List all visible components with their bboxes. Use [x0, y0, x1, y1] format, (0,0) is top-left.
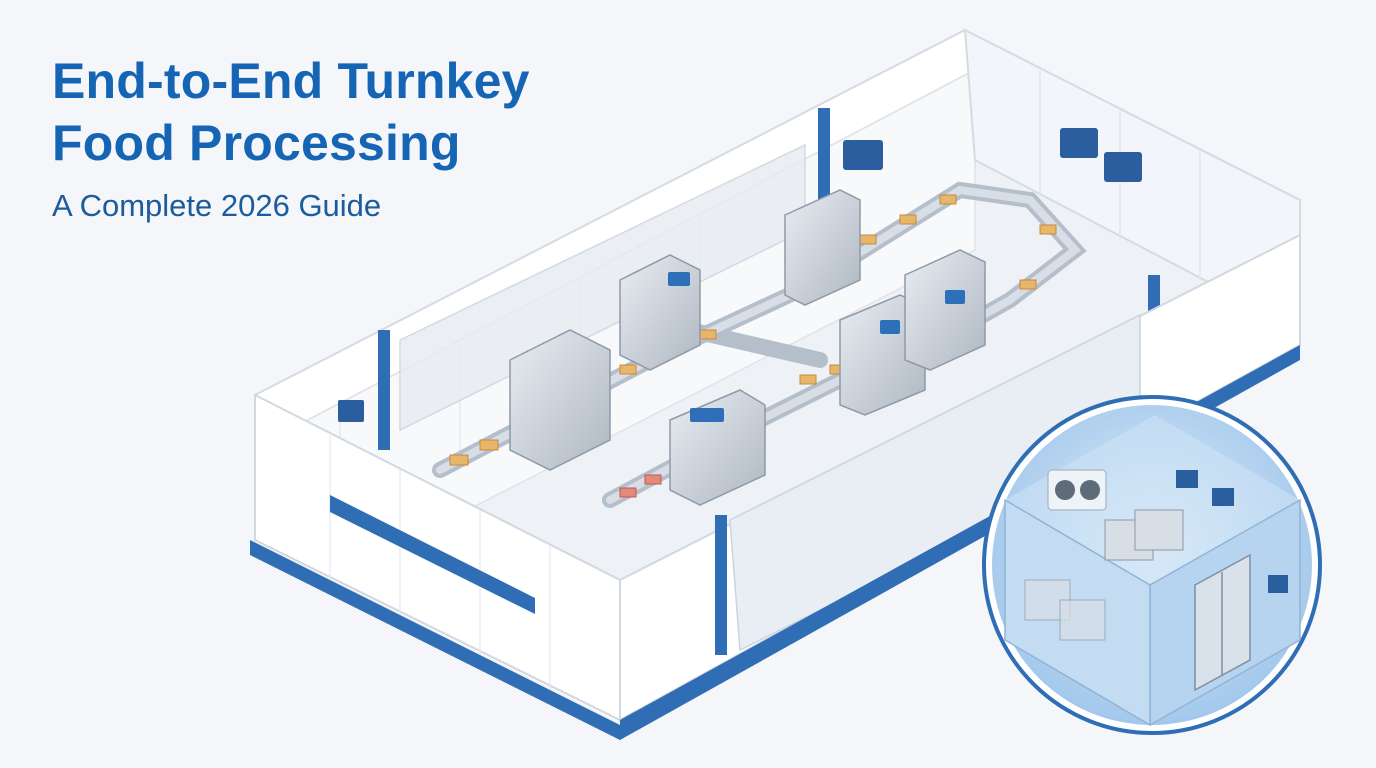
- headline-block: End-to-End Turnkey Food Processing A Com…: [52, 50, 530, 224]
- title-line-2: Food Processing: [52, 115, 461, 171]
- title-line-1: End-to-End Turnkey: [52, 53, 530, 109]
- subtitle: A Complete 2026 Guide: [52, 188, 382, 223]
- machine-screen: [668, 272, 965, 422]
- cold-storage-inset: [982, 395, 1322, 735]
